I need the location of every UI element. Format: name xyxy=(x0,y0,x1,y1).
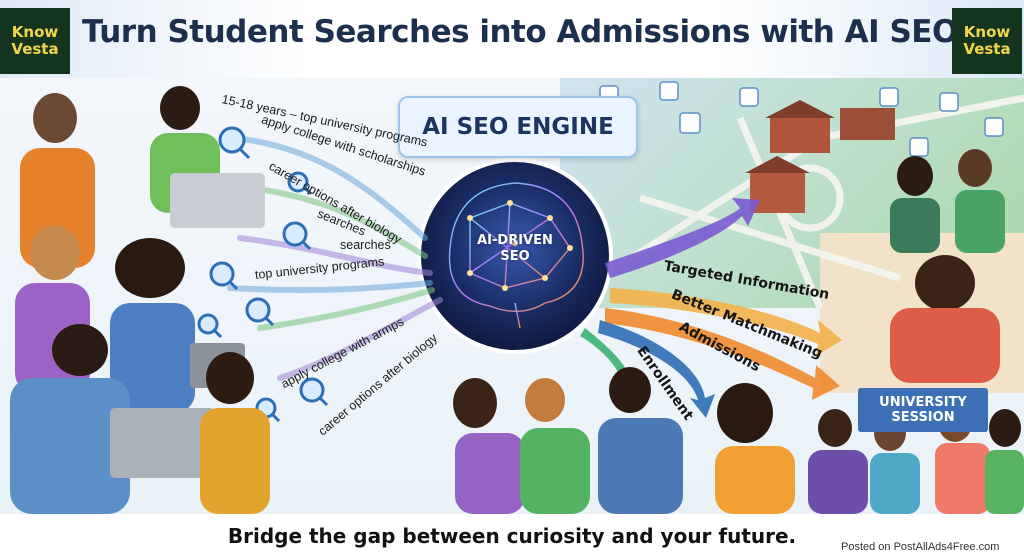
sign-line-2: SESSION xyxy=(891,410,955,425)
students-illustration xyxy=(10,86,1024,514)
search-term: searches xyxy=(340,238,391,252)
brain-circle xyxy=(417,158,613,354)
sign-line-1: UNIVERSITY xyxy=(879,395,967,410)
logo-line-1: Know xyxy=(963,23,1011,41)
knowvesta-logo-left: Know Vesta xyxy=(0,8,70,74)
watermark-link[interactable]: Posted on PostAllAds4Free.com xyxy=(838,540,1003,554)
campus-buildings xyxy=(745,100,895,213)
brain-label-line-2: SEO xyxy=(500,249,530,264)
knowvesta-logo-right: Know Vesta xyxy=(952,8,1022,74)
brain-network xyxy=(448,182,584,329)
illustration-scene: AI SEO ENGINE AI-DRIVEN SEO 15-18 years … xyxy=(0,78,1024,514)
brain-nodes xyxy=(467,200,573,291)
logo-line-2: Vesta xyxy=(963,40,1011,58)
search-streams xyxy=(227,135,443,381)
brain-label: AI-DRIVEN SEO xyxy=(440,233,590,265)
logo-line-2: Vesta xyxy=(11,40,59,58)
floating-icon-tiles xyxy=(599,81,1004,157)
page-title: Turn Student Searches into Admissions wi… xyxy=(82,14,958,50)
header-banner xyxy=(0,0,1024,78)
magnifier-icons xyxy=(197,126,329,423)
scene-artwork xyxy=(10,81,1024,514)
brain-label-line-1: AI-DRIVEN xyxy=(477,233,553,248)
logo-line-1: Know xyxy=(11,23,59,41)
ai-seo-engine-label: AI SEO ENGINE xyxy=(398,96,638,158)
tagline: Bridge the gap between curiosity and you… xyxy=(227,524,797,548)
university-session-sign: UNIVERSITY SESSION xyxy=(858,388,988,432)
